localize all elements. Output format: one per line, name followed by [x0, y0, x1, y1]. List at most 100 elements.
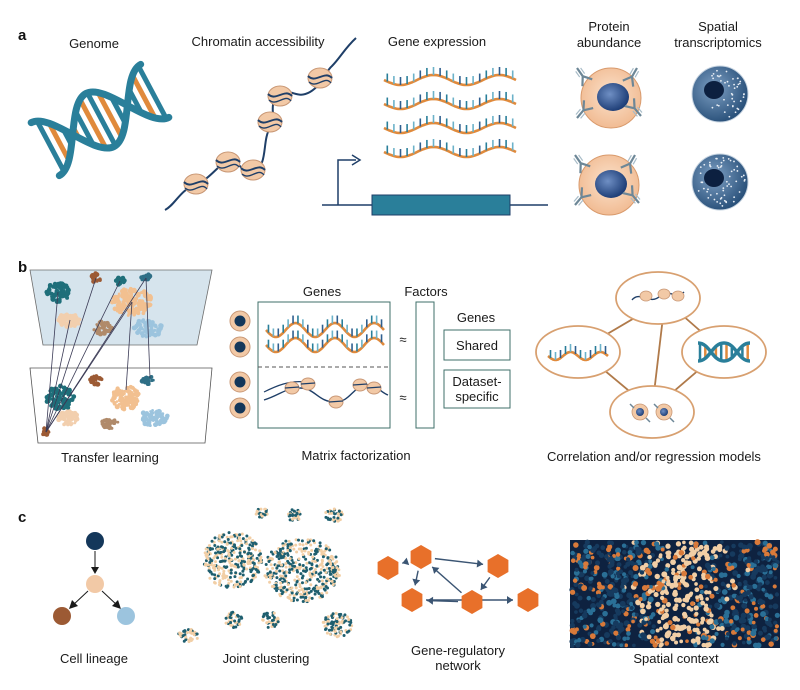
regulatory-edge [434, 557, 484, 565]
panel-b-label: b [18, 259, 27, 276]
matrix-factorization-label: Matrix factorization [301, 448, 410, 463]
reference-clusters [44, 271, 164, 339]
helix-rung [77, 98, 109, 150]
correlation-label: Correlation and/or regression models [547, 449, 761, 464]
nucleosome [267, 85, 293, 107]
nucleosome [215, 151, 241, 173]
transfer-learning-diagram [29, 269, 213, 444]
grn-label-line2: network [435, 658, 481, 673]
shared-label: Shared [456, 338, 498, 353]
correlation-network-diagram [535, 271, 767, 439]
gene-node [461, 590, 483, 614]
transfer-line [45, 301, 133, 433]
spatial-context-map [569, 539, 780, 649]
arrowhead [412, 578, 421, 586]
spatial-label-line2: transcriptomics [674, 35, 762, 50]
antibody-icon [622, 67, 640, 87]
transcripts-icon [383, 67, 517, 159]
query-clusters [41, 374, 170, 437]
transfer-line [45, 280, 121, 433]
transcript-strand [383, 145, 517, 159]
gene-node [401, 588, 423, 612]
dataset-specific-line2: specific [455, 389, 499, 404]
single-cell-icon [229, 310, 251, 332]
joint-clustering-label: Joint clustering [223, 651, 310, 666]
antibody-icon [573, 154, 591, 174]
transcript-strand [265, 336, 385, 354]
cluster [261, 611, 280, 629]
antibody-icon [653, 403, 675, 423]
antibody-icon [629, 403, 651, 423]
joint-clustering-scatter [177, 507, 354, 644]
helix-rung [46, 121, 72, 162]
single-cell-icon [229, 371, 251, 393]
factors-column-label: Factors [404, 284, 448, 299]
nucleosome [671, 290, 685, 302]
gene-expression-label: Gene expression [388, 34, 486, 49]
spatial-cell-icon [691, 65, 749, 211]
genes-column-label: Genes [303, 284, 342, 299]
approx-symbol-top: ≈ [399, 332, 406, 347]
helix-rung [34, 119, 67, 173]
genome-label: Genome [69, 36, 119, 51]
transcript-strand [265, 321, 385, 339]
protein-cell [575, 67, 643, 129]
dataset-specific-line1: Dataset- [452, 374, 501, 389]
gene-regulatory-network [377, 545, 539, 614]
cluster [177, 627, 199, 644]
protein-label-line2: abundance [577, 35, 641, 50]
grn-label-line1: Gene-regulatory [411, 643, 505, 658]
cell-lineage-label: Cell lineage [60, 651, 128, 666]
spatial-cell [691, 65, 749, 123]
nucleosome [307, 67, 333, 89]
panel-a-label: a [18, 27, 27, 44]
arrowhead [402, 557, 410, 566]
panel-c-label: c [18, 509, 26, 526]
spatial-label-line1: Spatial [698, 19, 738, 34]
nucleosome [657, 288, 671, 300]
antibody-icon [624, 98, 643, 117]
cluster [286, 508, 302, 522]
antibody-icon [575, 67, 593, 87]
helix-rung [85, 91, 118, 147]
transcript-strand [383, 97, 517, 111]
cluster [321, 611, 354, 639]
nucleosome [639, 290, 653, 302]
antibody-icon [573, 187, 592, 206]
helix-rung [136, 64, 169, 120]
spatial-context-label: Spatial context [633, 651, 719, 666]
gene-node [517, 588, 539, 612]
dna-mini-icon [697, 341, 751, 363]
protein-cell-icon [573, 67, 643, 216]
nucleosome [183, 173, 209, 195]
chromatin-fiber-icon [164, 37, 357, 211]
genes-right-label: Genes [457, 310, 496, 325]
transfer-line [45, 277, 97, 433]
protein-label-line1: Protein [588, 19, 629, 34]
nucleosome [240, 159, 266, 181]
transfer-line [45, 319, 71, 433]
dna-helix-icon [27, 60, 173, 180]
regulatory-edge [431, 566, 462, 594]
cluster [254, 507, 269, 519]
approx-symbol-bottom: ≈ [399, 390, 406, 405]
transfer-line [145, 277, 151, 379]
cluster [324, 507, 345, 523]
spatial-cell [691, 153, 749, 211]
matrix-factorization-diagram [229, 301, 511, 429]
transcript-mini-icon [547, 344, 609, 362]
gene-node [487, 554, 509, 578]
cluster [224, 610, 244, 630]
gene-node [377, 556, 399, 580]
arrowhead [432, 566, 440, 574]
nucleosome [257, 111, 283, 133]
antibody-icon [622, 185, 641, 204]
helix-rung [95, 91, 124, 139]
helix-rung [73, 110, 96, 147]
antibody-icon [620, 154, 638, 174]
cluster [263, 538, 341, 604]
arrowhead [476, 559, 484, 568]
gene-node [410, 545, 432, 569]
